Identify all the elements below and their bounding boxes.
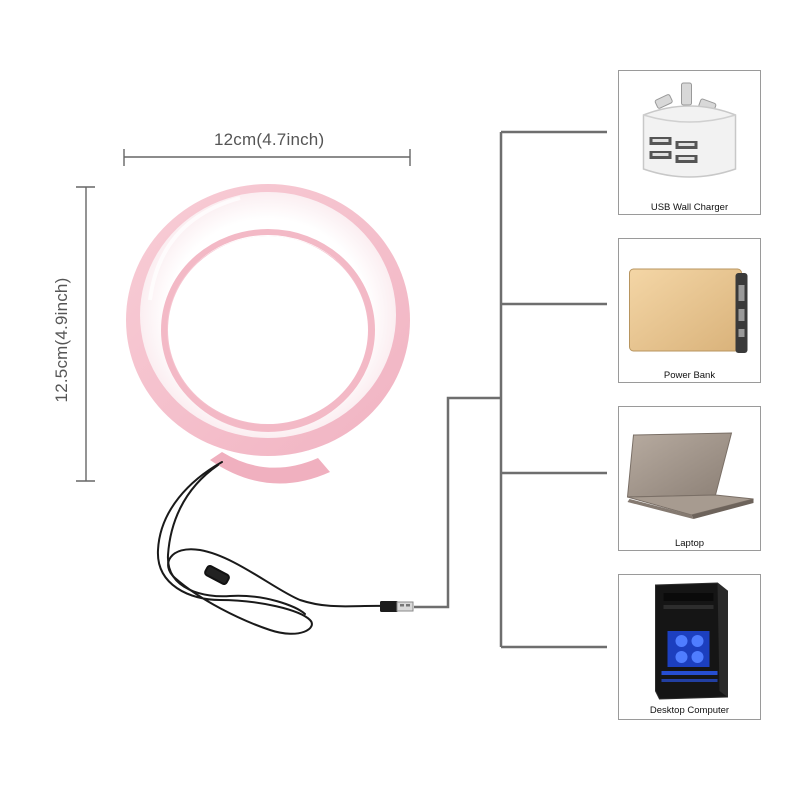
device-card-usb-wall-charger: USB Wall Charger bbox=[618, 70, 761, 215]
desktop-computer-icon bbox=[655, 582, 728, 700]
device-card-laptop: Laptop bbox=[618, 406, 761, 551]
connector-lines bbox=[414, 130, 607, 649]
power-bank-icon bbox=[629, 268, 748, 353]
device-label: Power Bank bbox=[663, 370, 716, 381]
usb-cable bbox=[156, 461, 386, 635]
width-dimension-line bbox=[123, 149, 411, 166]
device-label: Laptop bbox=[674, 538, 705, 549]
device-label: Desktop Computer bbox=[649, 705, 730, 716]
height-dimension-line bbox=[76, 186, 95, 482]
device-label: USB Wall Charger bbox=[650, 202, 729, 213]
device-card-desktop-computer: Desktop Computer bbox=[618, 574, 761, 720]
usb-plug bbox=[380, 601, 414, 612]
usb-wall-charger-icon bbox=[642, 82, 737, 178]
device-card-power-bank: Power Bank bbox=[618, 238, 761, 383]
ring-light bbox=[126, 184, 410, 484]
laptop-icon bbox=[626, 432, 754, 519]
width-dimension-label: 12cm(4.7inch) bbox=[214, 130, 325, 149]
